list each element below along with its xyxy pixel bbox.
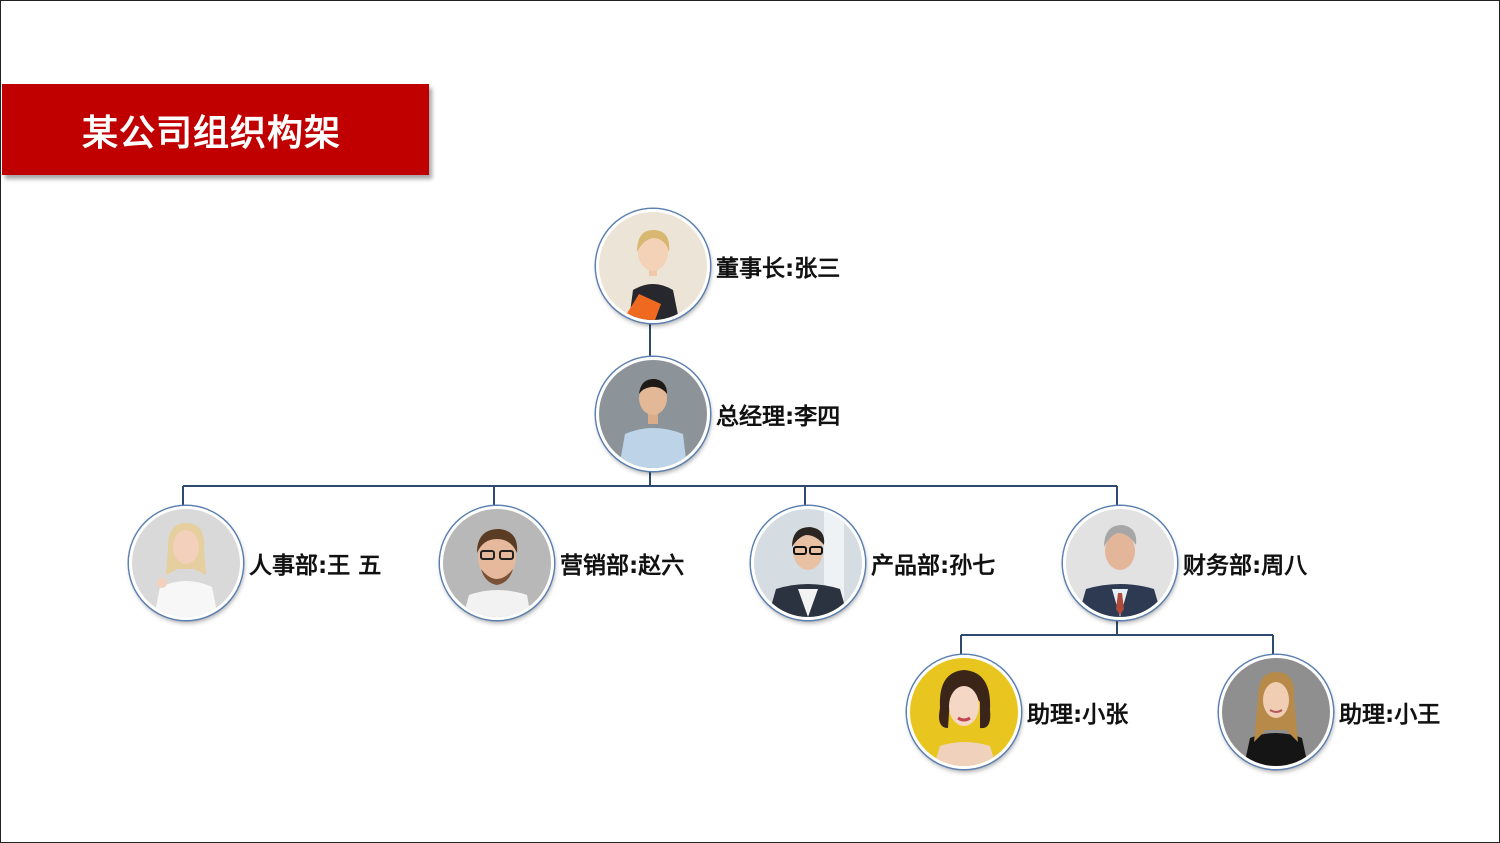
node-marketing: 营销部:赵六 <box>440 506 684 620</box>
portrait-man-blue-shirt-icon <box>596 357 710 471</box>
portrait-woman-white-shirt-icon <box>129 506 243 620</box>
node-gm: 总经理:李四 <box>596 357 840 471</box>
node-assistant-1: 助理:小张 <box>907 655 1128 769</box>
node-hr: 人事部:王 五 <box>129 506 381 620</box>
title-banner: 某公司组织构架 <box>2 84 429 175</box>
node-label-gm: 总经理:李四 <box>716 404 841 430</box>
portrait-woman-blonde-icon <box>596 209 710 323</box>
portrait-man-grey-hair-icon <box>1063 506 1177 620</box>
node-label-chairman: 董事长:张三 <box>716 256 841 282</box>
node-chairman: 董事长:张三 <box>596 209 840 323</box>
node-assistant-2: 助理:小王 <box>1219 655 1440 769</box>
node-finance: 财务部:周八 <box>1063 506 1307 620</box>
portrait-man-suit-glasses-icon <box>751 506 865 620</box>
portrait-woman-black-top-icon <box>1219 655 1333 769</box>
node-label-assistant-1: 助理:小张 <box>1027 702 1129 728</box>
portrait-woman-yellow-bg-icon <box>907 655 1021 769</box>
node-label-product: 产品部:孙七 <box>871 553 996 579</box>
portrait-man-glasses-icon <box>440 506 554 620</box>
node-label-assistant-2: 助理:小王 <box>1339 702 1441 728</box>
node-label-finance: 财务部:周八 <box>1183 553 1308 579</box>
node-label-hr: 人事部:王 五 <box>249 553 382 579</box>
node-product: 产品部:孙七 <box>751 506 995 620</box>
node-label-marketing: 营销部:赵六 <box>560 553 685 579</box>
page-title: 某公司组织构架 <box>82 112 342 154</box>
